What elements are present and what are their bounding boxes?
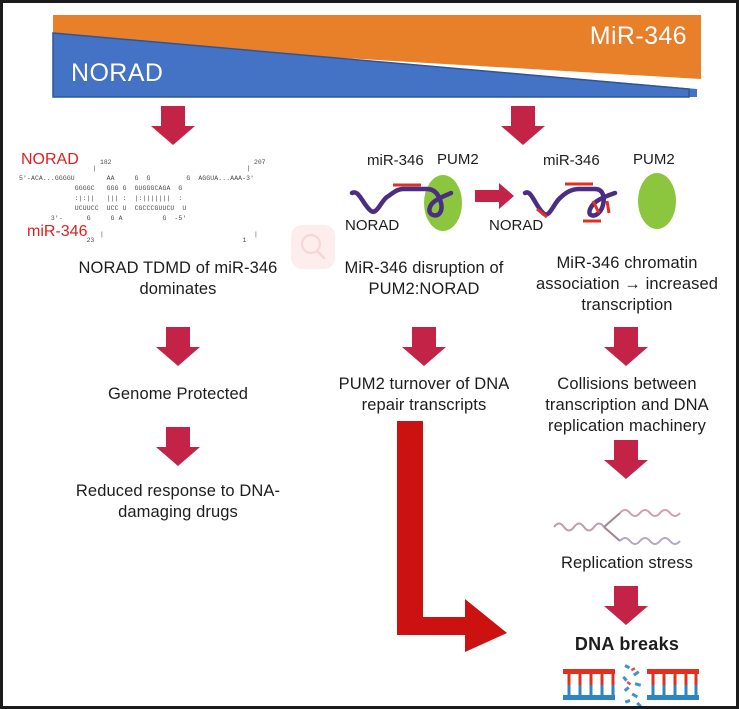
alignment-label-norad: NORAD: [21, 151, 79, 168]
alignment-line-5: 3'- G G A G -5': [19, 215, 187, 222]
node-right-4: DNA breaks: [574, 634, 680, 654]
rna-label-mir346-right: miR-346: [543, 152, 600, 169]
pum2-site-1: [536, 207, 548, 219]
alignment-line-4: UCUUCC UCC U CGCCCGUUCU U: [19, 205, 187, 212]
alignment-line-1: 5'-ACA...GGGGU AA G G G AGGUA...AAA-3': [19, 175, 255, 182]
rna-label-pum2-middle: PUM2: [437, 151, 479, 168]
node-middle-2: PUM2 turnover of DNA repair transcripts: [338, 375, 510, 415]
elbow-arrow-to-dna-breaks: [397, 421, 517, 653]
arrow-right-column-2: [603, 327, 649, 367]
arrow-right-column-4: [603, 586, 649, 626]
arrow-right-between-panels: [475, 183, 515, 209]
arrow-right-column-1: [500, 106, 546, 146]
arrow-left-column-2: [155, 327, 201, 367]
pum2-site-3: [605, 200, 611, 214]
alignment-coord-182: 182|: [92, 158, 112, 173]
wedge-label-mir346: MiR-346: [589, 22, 687, 50]
rna-panel-pum2-bound: [349, 171, 474, 233]
wedge-label-norad: NORAD: [71, 59, 164, 87]
norad-rna-strand-bound: [349, 186, 454, 218]
replication-fork-icon: [552, 503, 700, 551]
node-left-1: NORAD TDMD of miR-346 dominates: [78, 259, 278, 299]
arrow-middle-column-2: [401, 327, 447, 367]
node-right-1: MiR-346 chromatin association → increase…: [535, 254, 719, 315]
norad-wedge-outline: [52, 32, 690, 98]
node-middle-1: MiR-346 disruption of PUM2:NORAD: [344, 259, 504, 299]
node-left-2: Genome Protected: [107, 385, 249, 403]
alignment-line-2: GGGGC GGG G GUGGGCAGA G: [19, 185, 183, 192]
node-right-2: Collisions between transcription and DNA…: [545, 375, 709, 436]
arrow-right-column-3: [603, 440, 649, 480]
magnifier-watermark-icon: [291, 225, 335, 269]
sequence-alignment-block: NORAD miR-346 182| 207| 5'-ACA...GGGGU A…: [15, 145, 335, 253]
alignment-coord-1: |1: [242, 230, 258, 245]
rna-panel-pum2-free: [521, 171, 681, 233]
arrow-left-column-1: [150, 106, 196, 146]
node-left-3: Reduced response to DNA-damaging drugs: [75, 482, 281, 522]
alignment-coord-23: |23: [86, 230, 104, 245]
rna-label-pum2-right: PUM2: [633, 151, 675, 168]
rna-label-norad-right: NORAD: [489, 217, 544, 234]
rna-label-mir346-middle: miR-346: [367, 152, 424, 169]
node-right-3: Replication stress: [560, 554, 694, 572]
wedge-shapes: [52, 15, 701, 98]
arrow-left-column-3: [155, 427, 201, 467]
alignment-coord-207: 207|: [246, 158, 266, 173]
pum2-site-2: [591, 200, 601, 214]
alignment-line-3: :|:|| ||| : |:||||||| :: [19, 195, 183, 202]
alignment-label-mir346: miR-346: [27, 223, 88, 240]
rna-label-norad-middle: NORAD: [345, 217, 400, 234]
mir-346-wedge: [53, 15, 701, 79]
pum2-oval-free: [638, 173, 676, 229]
gradient-wedge-header: MiR-346 NORAD: [49, 11, 701, 99]
dna-break-icon: [561, 663, 701, 706]
